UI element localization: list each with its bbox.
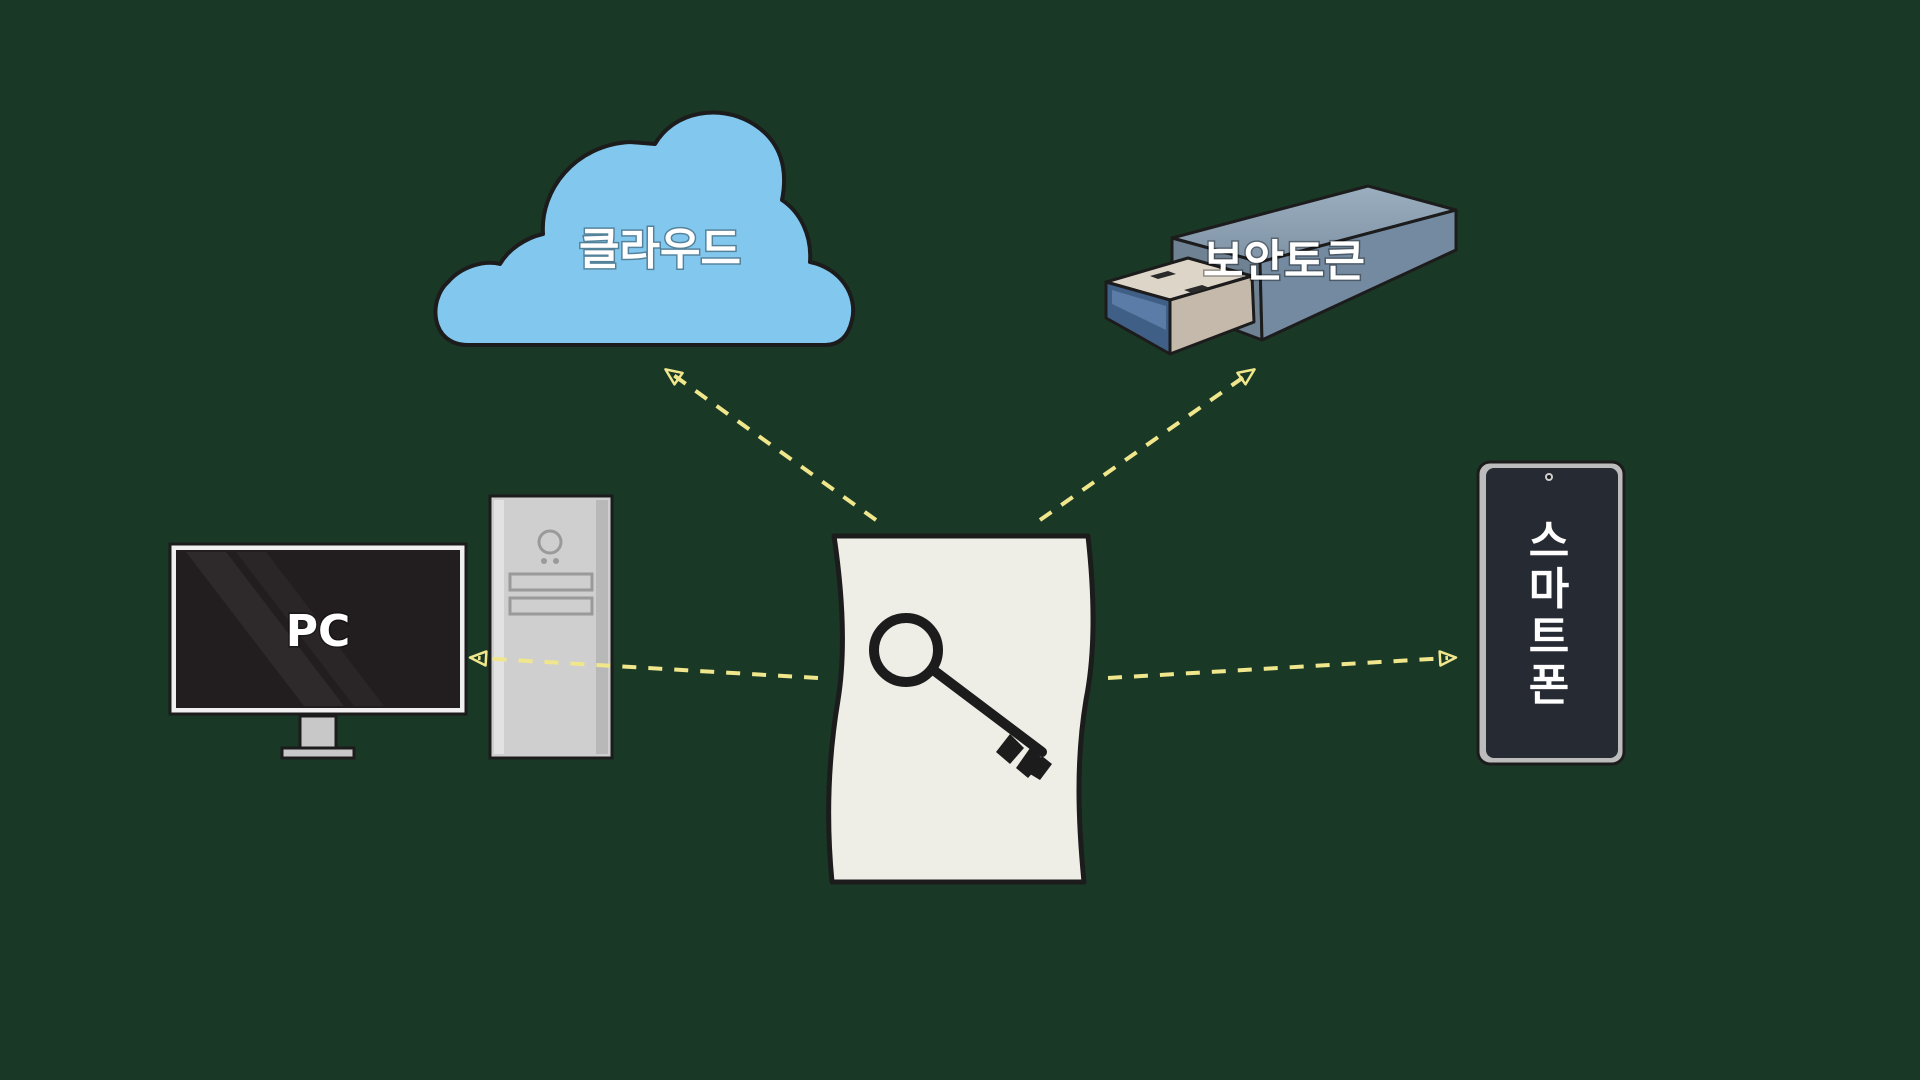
cloud-node: 클라우드	[433, 110, 856, 347]
smartphone-icon	[1476, 460, 1626, 766]
arrows	[468, 368, 1458, 680]
arrow-to-cloud	[664, 368, 878, 522]
security-token-label: 보안토큰	[1203, 236, 1365, 287]
arrow-to-security-token	[1038, 368, 1256, 522]
pc-label: PC	[286, 606, 351, 657]
smartphone-label-char: 폰	[1529, 660, 1569, 711]
key-icon	[869, 613, 1052, 780]
desktop-computer-icon	[168, 494, 614, 760]
arrow-to-pc	[468, 650, 819, 680]
key-document	[826, 533, 1096, 885]
cloud-label: 클라우드	[579, 224, 741, 275]
cloud-icon	[433, 110, 856, 347]
security-token-node: 보안토큰	[1104, 184, 1458, 356]
pc-node: PC	[168, 494, 614, 760]
smartphone-label-char: 트	[1529, 612, 1569, 663]
smartphone-node: 스 마 트 폰	[1476, 460, 1626, 766]
smartphone-label-char: 스	[1529, 516, 1569, 567]
smartphone-label: 스 마 트 폰	[1529, 516, 1569, 711]
arrow-to-smartphone	[1107, 650, 1458, 680]
smartphone-label-char: 마	[1529, 564, 1569, 615]
document-icon	[826, 533, 1096, 885]
usb-drive-icon	[1104, 184, 1458, 356]
